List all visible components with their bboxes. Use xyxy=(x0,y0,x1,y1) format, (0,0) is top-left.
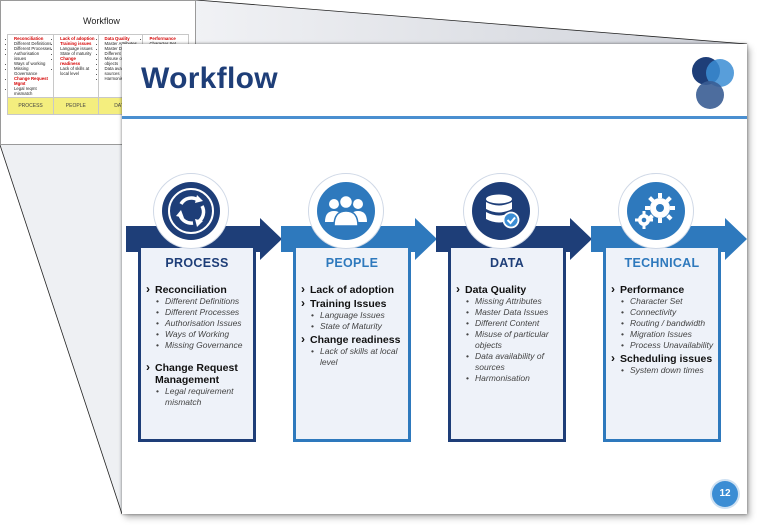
group-item: State of Maturity xyxy=(310,321,404,332)
mini-heading: Change Request Mgmt xyxy=(14,76,48,86)
process-icon-badge xyxy=(154,174,228,248)
group-item: System down times xyxy=(620,365,714,376)
group-item: Legal requirement mismatch xyxy=(155,386,249,408)
mini-slide-title: Workflow xyxy=(83,16,120,26)
group-heading: Training Issues xyxy=(301,297,404,310)
column-people: PEOPLE Lack of adoption Training Issues … xyxy=(281,174,437,454)
mini-heading: Change readiness xyxy=(60,56,81,66)
mini-item: Ways of working xyxy=(14,61,52,66)
technical-icon-badge xyxy=(619,174,693,248)
mini-item: Missing Governance xyxy=(14,66,52,76)
group-item: Routing / bandwidth xyxy=(620,318,714,329)
mini-item: Master D... xyxy=(105,46,142,51)
people-icon-badge xyxy=(309,174,383,248)
group-item: Different Definitions xyxy=(155,296,249,307)
group-item: Lack of skills at local level xyxy=(310,346,404,368)
mini-item: Different Processes xyxy=(14,46,52,51)
group-heading: Change readiness xyxy=(301,333,404,346)
group-item: Misuse of particular objects xyxy=(465,329,559,351)
column-technical: TECHNICAL Performance Character Set Conn… xyxy=(591,174,747,454)
mini-heading: Lack of adoption xyxy=(60,36,95,41)
group-item: Migration Issues xyxy=(620,329,714,340)
column-title: TECHNICAL xyxy=(624,256,700,270)
mini-item: Lack of skills at local level xyxy=(60,66,96,76)
page-number-badge: 12 xyxy=(712,481,738,507)
title-divider xyxy=(122,116,747,119)
group-item: Different Content xyxy=(465,318,559,329)
mini-item: Different C... xyxy=(105,51,142,56)
group-heading: Reconciliation xyxy=(146,283,249,296)
group-heading: Lack of adoption xyxy=(301,283,404,296)
column-process: PROCESS Reconciliation Different Definit… xyxy=(126,174,282,454)
group-item: Character Set xyxy=(620,296,714,307)
mini-item: Authorisation issues xyxy=(14,51,52,61)
group-item: Language Issues xyxy=(310,310,404,321)
cycle-arrows-icon xyxy=(168,188,214,234)
group-item: Connectivity xyxy=(620,307,714,318)
mini-heading: Data Quality xyxy=(104,36,130,41)
mini-item: State of maturity xyxy=(60,51,96,56)
mini-footer-cell: PROCESS xyxy=(6,97,55,115)
mini-item: Legal reqmt mismatch xyxy=(14,86,52,96)
mini-item: Harmonisati xyxy=(105,76,142,81)
group-item: Master Data Issues xyxy=(465,307,559,318)
mini-item: Language issues xyxy=(60,46,96,51)
people-group-icon xyxy=(325,194,367,227)
circles-logo-icon xyxy=(692,57,734,109)
group-item: Harmonisation xyxy=(465,373,559,384)
mini-item: Character Set xyxy=(149,41,187,46)
group-item: Different Processes xyxy=(155,307,249,318)
column-data: DATA Data Quality Missing Attributes Mas… xyxy=(436,174,592,454)
mini-heading: Reconciliation xyxy=(14,36,44,41)
group-item: Missing Governance xyxy=(155,340,249,351)
mini-col-process: Reconciliation Different Definitions Dif… xyxy=(6,34,55,98)
mini-item: Data availab xyxy=(105,66,142,71)
workflow-slide: Workflow PROCESS Reconciliation Differen… xyxy=(122,44,747,514)
mini-heading: Performance xyxy=(149,36,176,41)
group-item: Missing Attributes xyxy=(465,296,559,307)
mini-item: Misuse of part xyxy=(105,56,142,61)
group-heading: Data Quality xyxy=(456,283,559,296)
column-title: DATA xyxy=(489,256,525,270)
technical-card: TECHNICAL Performance Character Set Conn… xyxy=(603,248,721,442)
group-item: Data availability of sources xyxy=(465,351,559,373)
data-card: DATA Data Quality Missing Attributes Mas… xyxy=(448,248,566,442)
mini-col-people: Lack of adoption Training issues Languag… xyxy=(53,34,99,98)
group-item: Authorisation Issues xyxy=(155,318,249,329)
slide-title: Workflow xyxy=(141,62,278,95)
database-check-icon xyxy=(486,194,520,229)
mini-item: Different Definitions xyxy=(14,41,52,46)
column-title: PROCESS xyxy=(165,256,229,270)
group-item: Process Unavailability xyxy=(620,340,714,351)
process-card: PROCESS Reconciliation Different Definit… xyxy=(138,248,256,442)
mini-slide-thumbnail: Workflow Reconciliation Different Defini… xyxy=(0,0,196,145)
group-heading: Performance xyxy=(611,283,714,296)
mini-item: Master Attributes xyxy=(105,41,142,46)
group-item: Ways of Working xyxy=(155,329,249,340)
mini-item: sources xyxy=(105,71,142,76)
mini-heading: Training issues xyxy=(60,41,92,46)
group-heading: Change Request Management xyxy=(146,361,249,386)
gears-icon xyxy=(635,193,675,229)
group-heading: Scheduling issues xyxy=(611,352,714,365)
mini-item: objects xyxy=(105,61,142,66)
mini-footer-cell: PEOPLE xyxy=(53,97,99,115)
people-card: PEOPLE Lack of adoption Training Issues … xyxy=(293,248,411,442)
data-icon-badge xyxy=(464,174,538,248)
column-title: PEOPLE xyxy=(325,256,379,270)
